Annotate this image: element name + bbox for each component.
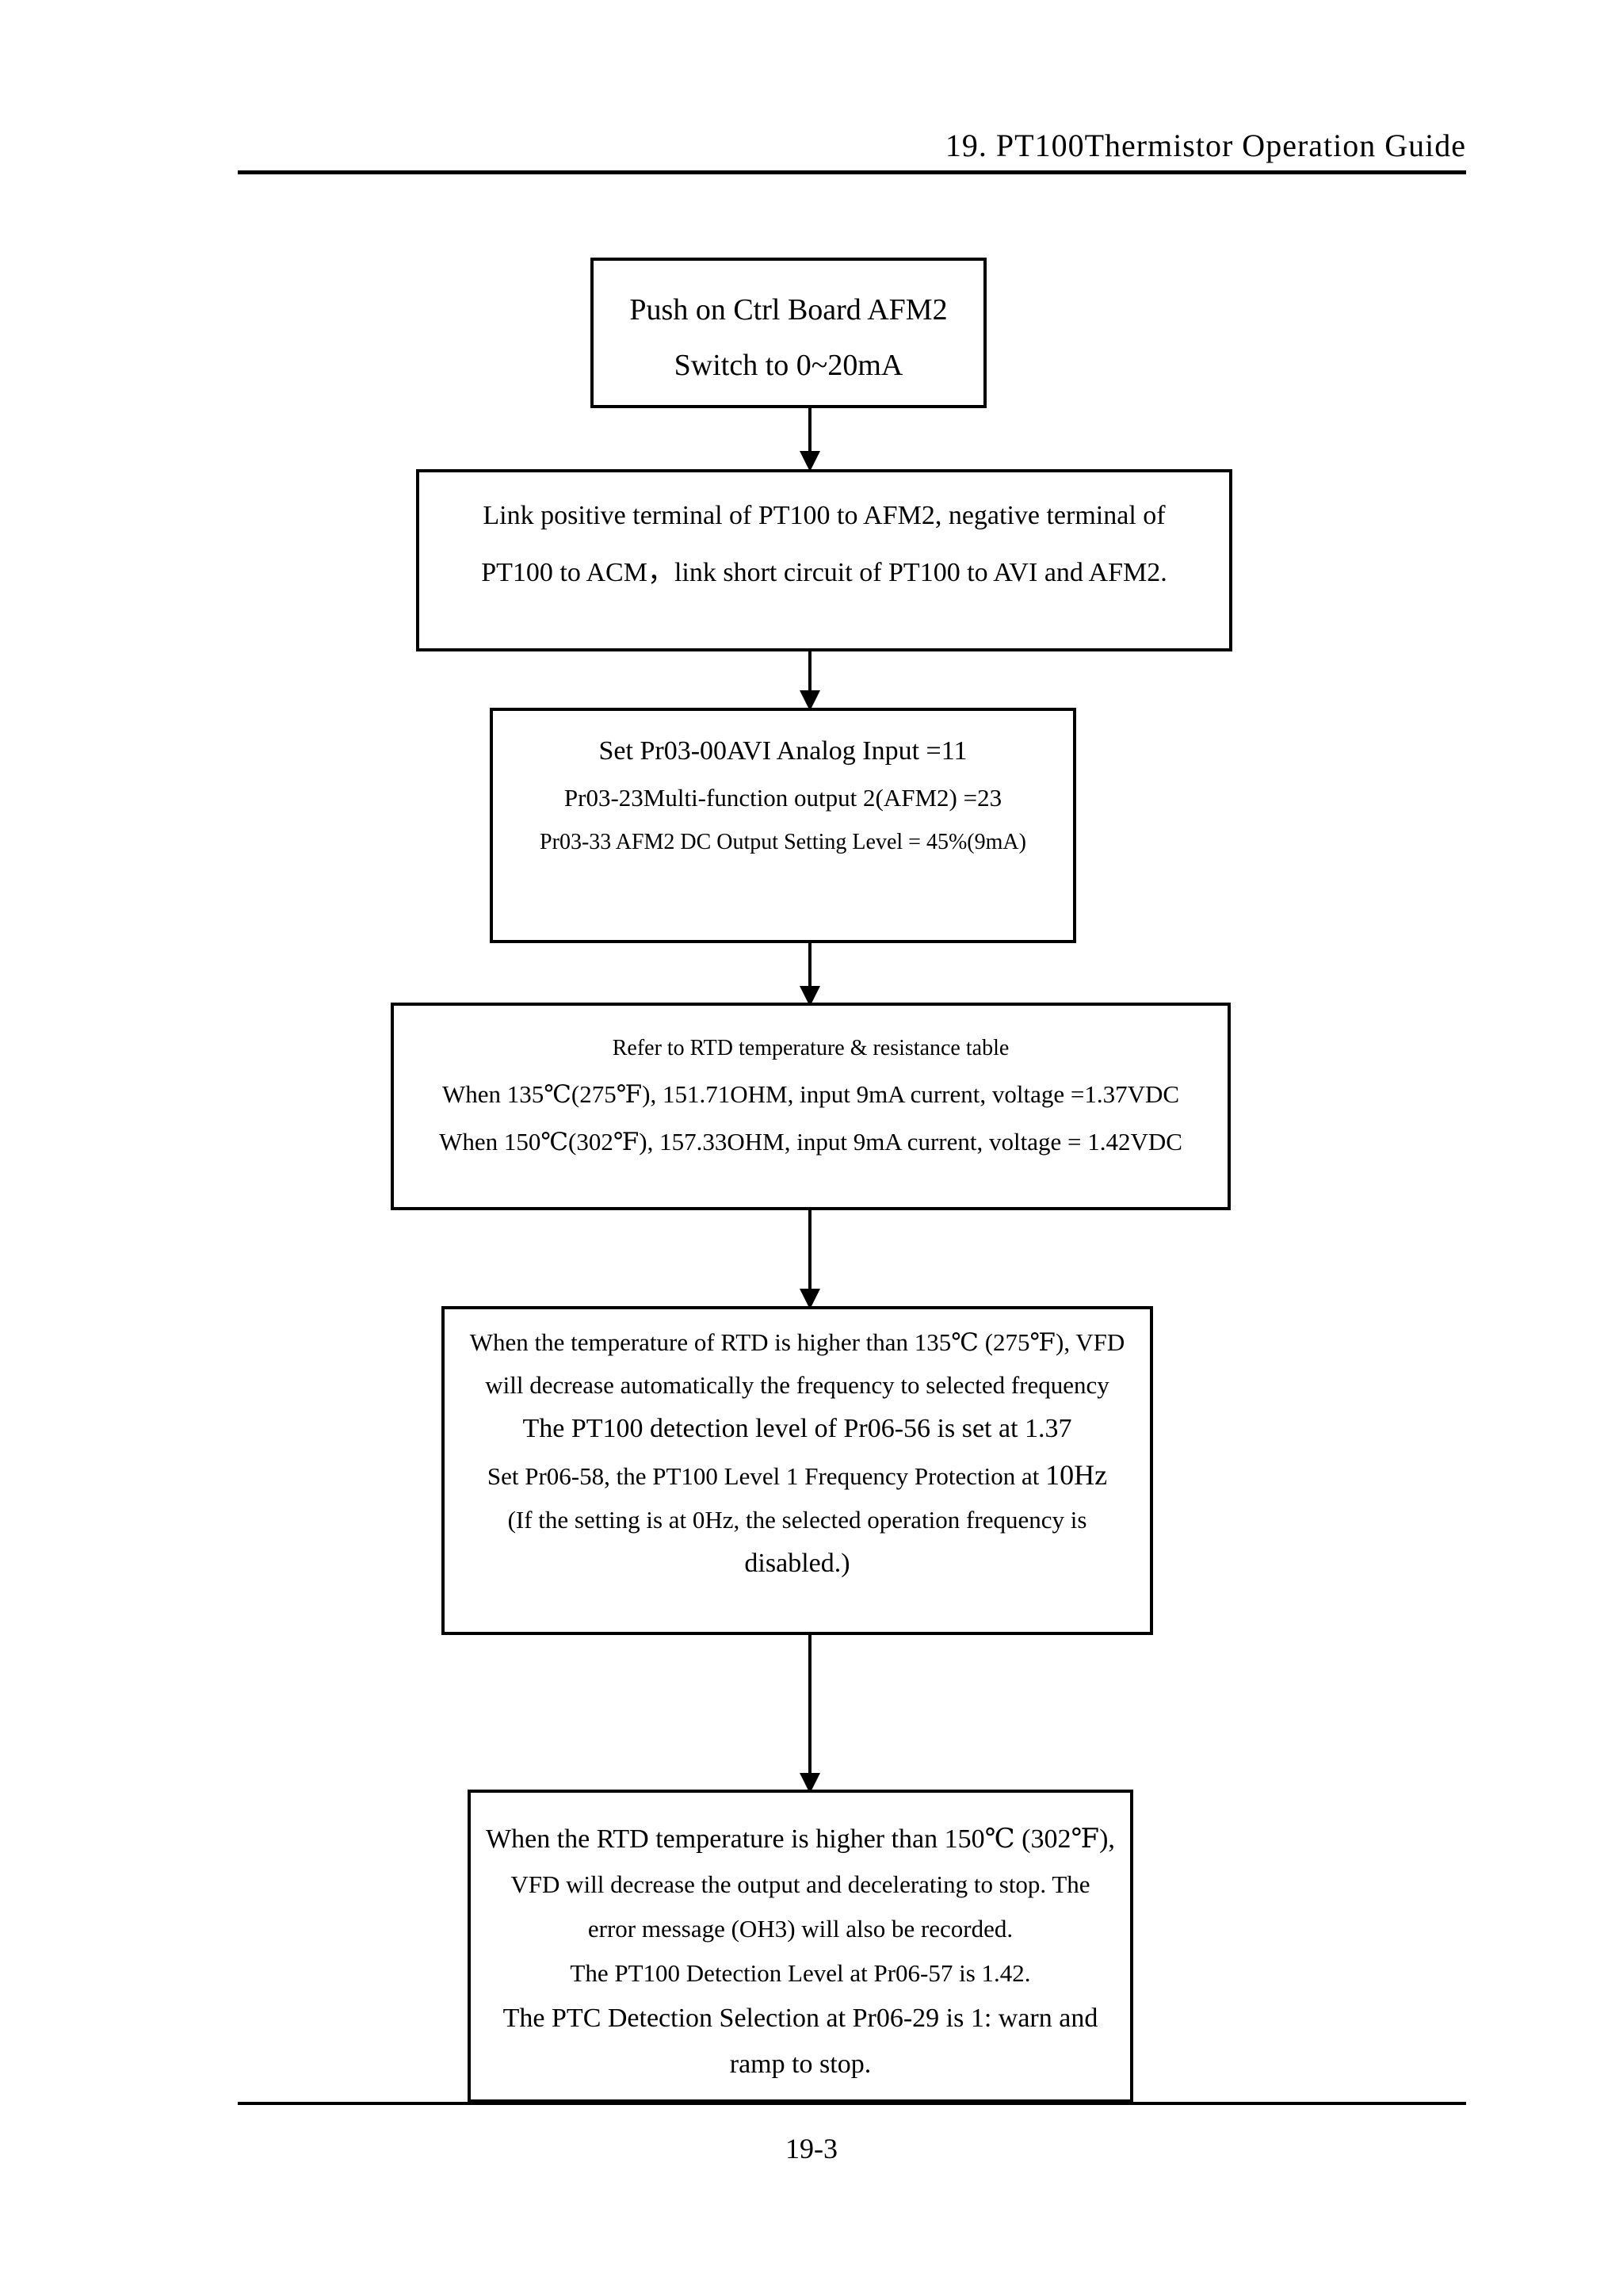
flow-box-line: When 150℃(302℉), 157.33OHM, input 9mA cu… [439, 1128, 1182, 1156]
flow-box-line: error message (OH3) will also be recorde… [587, 1915, 1014, 1943]
flow-box-line: When the RTD temperature is higher than … [486, 1824, 1115, 1854]
flow-box-line: When 135℃(275℉), 151.71OHM, input 9mA cu… [441, 1080, 1180, 1108]
flow-box-line: Pr03-23Multi-function output 2(AFM2) =23 [563, 784, 1002, 812]
flow-box-line: (If the setting is at 0Hz, the selected … [507, 1506, 1087, 1534]
flow-box-push-switch: Push on Ctrl Board AFM2 Switch to 0~20mA [590, 258, 987, 408]
flow-box-line: Push on Ctrl Board AFM2 [629, 293, 948, 327]
footer-divider-rule [238, 2102, 1466, 2105]
flow-box-line: The PT100 Detection Level at Pr06-57 is … [570, 1959, 1031, 1987]
frequency-value-emphasis: 10Hz [1045, 1459, 1108, 1491]
connector-arrow-5 [799, 1635, 821, 1794]
connector-arrow-3 [799, 943, 821, 1007]
flow-box-line: Refer to RTD temperature & resistance ta… [612, 1036, 1010, 1060]
page-header-title: 19. PT100Thermistor Operation Guide [945, 128, 1466, 163]
page-number: 19-3 [785, 2133, 838, 2164]
flow-box-line-text: Set Pr06-58, the PT100 Level 1 Frequency… [487, 1462, 1046, 1490]
header-divider-rule [238, 170, 1466, 174]
flow-box-line: Set Pr03-00AVI Analog Input =11 [598, 736, 968, 766]
flow-box-parameter-setting: Set Pr03-00AVI Analog Input =11 Pr03-23M… [490, 708, 1076, 943]
flow-box-line: The PT100 detection level of Pr06-56 is … [522, 1414, 1072, 1443]
flow-box-line: The PTC Detection Selection at Pr06-29 i… [502, 2004, 1098, 2033]
flow-box-wiring: Link positive terminal of PT100 to AFM2,… [416, 469, 1232, 651]
flow-box-line: Switch to 0~20mA [674, 349, 903, 382]
flow-box-level-2-protection: When the RTD temperature is higher than … [468, 1790, 1133, 2103]
connector-arrow-1 [799, 408, 821, 472]
flow-box-rtd-table: Refer to RTD temperature & resistance ta… [391, 1003, 1231, 1210]
flow-box-line: When the temperature of RTD is higher th… [469, 1328, 1125, 1356]
flow-box-line: PT100 to ACM，link short circuit of PT100… [481, 558, 1167, 587]
flow-box-line: will decrease automatically the frequenc… [485, 1371, 1109, 1399]
flow-box-line: Link positive terminal of PT100 to AFM2,… [483, 501, 1166, 530]
flow-box-line: VFD will decrease the output and deceler… [510, 1870, 1090, 1898]
connector-arrow-2 [799, 651, 821, 711]
flow-box-line: Pr03-33 AFM2 DC Output Setting Level = 4… [540, 830, 1026, 854]
flow-box-line: disabled.) [744, 1549, 850, 1578]
flow-box-level-1-protection: When the temperature of RTD is higher th… [441, 1306, 1153, 1635]
flow-box-line: ramp to stop. [729, 2050, 872, 2079]
connector-arrow-4 [799, 1210, 821, 1309]
flow-box-line-with-emphasis: Set Pr06-58, the PT100 Level 1 Frequency… [445, 1458, 1150, 1492]
